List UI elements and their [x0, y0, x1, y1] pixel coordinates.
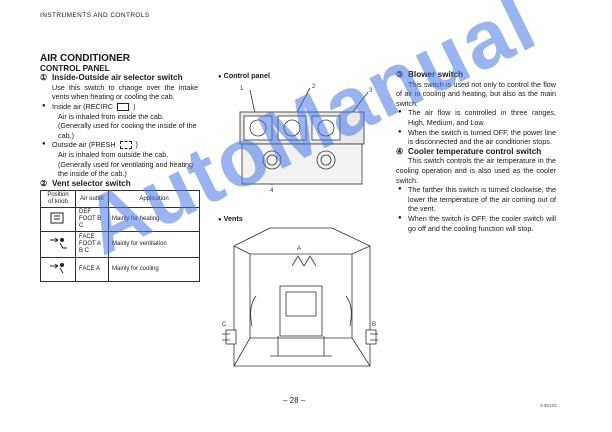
vent-label-a: A — [297, 246, 301, 252]
item4-bullet-2: When the switch is OFF, the cooler switc… — [396, 214, 556, 233]
table-cell-outlet: DEF FOOT B C — [75, 207, 109, 233]
outside-air-text: Air is inhaled from outside the cab. — [58, 149, 169, 159]
table-cell-outlet: FACE A — [75, 257, 109, 283]
item1-title: Inside-Outside air selector switch — [52, 73, 183, 83]
item2-number: ② — [40, 178, 48, 188]
section-subtitle: CONTROL PANEL — [40, 63, 110, 73]
item1-number: ① — [40, 73, 48, 83]
outside-air-label: Outside air (FRESH — [52, 140, 116, 150]
callout-4: 4 — [270, 188, 274, 192]
table-row: FACE A Mainly for cooling — [40, 257, 200, 283]
inside-air-text: Air is inhaled from inside the cab. (Gen… — [58, 111, 197, 140]
face-knob-icon — [40, 257, 76, 283]
page-number: – 28 – — [283, 396, 306, 405]
callout-2: 2 — [312, 84, 316, 90]
recirc-icon — [117, 103, 130, 112]
item1-heading: ① Inside-Outside air selector switch — [40, 73, 198, 83]
vent-label-b: B — [372, 322, 376, 328]
vents-label: Vents — [223, 214, 243, 223]
item3-heading: ③ Blower switch — [396, 70, 556, 80]
vent-selector-table: Position of knob Air outlet Application … — [40, 190, 200, 283]
outside-air-bullet: Outside air (FRESH ) — [40, 140, 198, 150]
callout-3: 3 — [369, 88, 373, 94]
document-code: 3-90153 — [540, 403, 557, 408]
item3-bullet-1: The air flow is controlled in three rang… — [396, 108, 556, 127]
item4-text: This switch controls the air temperature… — [396, 156, 556, 185]
table-cell-outlet: FACE FOOT A B C — [75, 231, 109, 259]
vents-heading: ● Vents — [218, 214, 243, 223]
item3-bullet-2: When the switch is turned OFF, the power… — [396, 128, 556, 147]
table-row: FACE FOOT A B C Mainly for ventilation — [40, 231, 200, 259]
table-header: Position of knob — [40, 190, 76, 209]
item4-bullet-1: The farther this switch is turned clockw… — [396, 185, 556, 214]
item2-title: Vent selector switch — [52, 178, 131, 188]
section-title: AIR CONDITIONER — [40, 53, 130, 64]
control-panel-label: Control panel — [223, 71, 270, 80]
item3-title: Blower switch — [408, 70, 464, 79]
outside-air-note: (Generally used for ventilating and heat… — [58, 159, 194, 179]
def-knob-icon — [40, 207, 76, 233]
item4-number: ④ — [396, 146, 404, 156]
inside-air-label: Inside air (RECIRC — [52, 101, 114, 111]
table-cell-application: Mainly for cooling — [108, 257, 200, 283]
fresh-icon — [119, 141, 132, 150]
item2-heading: ② Vent selector switch — [40, 179, 198, 189]
face-foot-knob-icon — [40, 231, 76, 259]
item3-number: ③ — [396, 70, 404, 79]
control-panel-heading: ● Control panel — [218, 71, 270, 80]
vent-label-c: C — [222, 322, 227, 328]
inside-air-bullet: Inside air (RECIRC ) — [40, 102, 198, 112]
item3-text: This switch is used not only to control … — [396, 79, 556, 108]
right-column: ③ Blower switch This switch is used not … — [396, 70, 556, 233]
vents-diagram: A B C — [222, 227, 378, 367]
callout-1: 1 — [240, 86, 244, 92]
running-header: INSTRUMENTS AND CONTROLS — [40, 12, 150, 19]
item4-heading: ④ Cooler temperature control switch — [396, 147, 556, 157]
left-column: AIR CONDITIONER CONTROL PANEL ① Inside-O… — [40, 53, 200, 283]
control-panel-diagram: 1 2 3 4 — [239, 84, 373, 192]
item1-text: Use this switch to change over the intak… — [52, 82, 198, 102]
item4-title: Cooler temperature control switch — [408, 146, 542, 156]
